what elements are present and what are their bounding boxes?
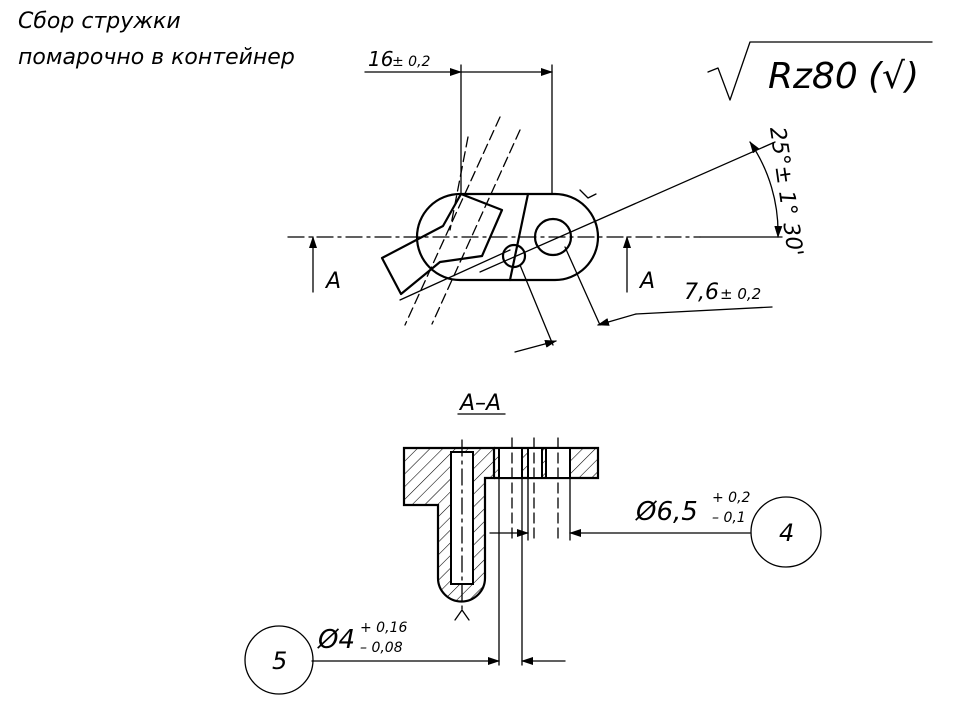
offset-nominal: 7,6	[684, 280, 719, 305]
section-marks: A A	[309, 236, 655, 294]
angle-value: 25°± 1° 30'	[764, 125, 807, 258]
dimension-angle: 25°± 1° 30'	[699, 125, 807, 258]
offset-extension-1	[519, 264, 554, 346]
part-outline	[415, 192, 600, 282]
large-hole	[533, 217, 573, 257]
small-hole-nominal: Ø4	[317, 625, 355, 655]
large-hole-tol-upper: + 0,2	[712, 490, 751, 506]
angle-ray	[479, 141, 776, 273]
tool-axis-2	[431, 129, 521, 325]
angle-arc	[749, 141, 783, 238]
roughness-value: Rz80	[768, 56, 858, 97]
offset-arrow-2	[597, 313, 637, 326]
small-hole-tol-lower: – 0,08	[360, 640, 403, 656]
tool-body	[380, 192, 504, 296]
flange-hole-1	[498, 447, 523, 479]
small-hole-tol-upper: + 0,16	[360, 620, 407, 636]
roughness-symbol-parenthetical: (√)	[868, 56, 919, 97]
dimension-offset: 7,6 ± 0,2	[514, 246, 773, 353]
section-title: A–A	[458, 391, 501, 416]
note-line-1: Сбор стружки	[18, 9, 181, 34]
callout-circle-4	[750, 496, 822, 568]
drill-point-mark	[454, 609, 470, 621]
offset-arrow-1	[514, 339, 557, 353]
offset-leader	[635, 306, 773, 315]
chip-collection-note: Сбор стружки помарочно в контейнер	[18, 9, 295, 70]
section-mark-right: A	[638, 269, 655, 294]
plan-view	[287, 116, 776, 326]
width-nominal: 16	[368, 47, 393, 71]
small-hole	[501, 243, 527, 269]
roughness-tick-mark	[579, 189, 597, 199]
section-view: A–A	[402, 391, 600, 666]
flange-hole-2	[527, 447, 543, 479]
offset-extension-2	[564, 246, 601, 326]
width-tolerance: ± 0,2	[392, 54, 431, 70]
callout-4-label: 4	[779, 519, 794, 547]
surface-roughness-symbol: Rz80 (√)	[707, 41, 933, 101]
dimension-large-hole: Ø6,5 + 0,2 – 0,1 4	[489, 490, 822, 568]
angle-ray-extension	[399, 249, 511, 301]
dimension-small-hole: Ø4 + 0,16 – 0,08 5	[244, 620, 566, 695]
note-line-2: помарочно в контейнер	[18, 45, 295, 70]
roughness-check-mark	[707, 41, 933, 101]
offset-tolerance: ± 0,2	[720, 285, 761, 303]
section-body	[402, 446, 496, 603]
callout-circle-5	[244, 625, 314, 695]
cut-line	[508, 192, 530, 282]
tool-axis-3	[449, 136, 469, 231]
callout-5-label: 5	[272, 647, 287, 675]
dimension-width: 16 ± 0,2	[364, 47, 553, 195]
large-hole-tol-lower: – 0,1	[712, 510, 746, 526]
section-mark-left: A	[324, 269, 341, 294]
large-hole-nominal: Ø6,5	[635, 497, 698, 527]
